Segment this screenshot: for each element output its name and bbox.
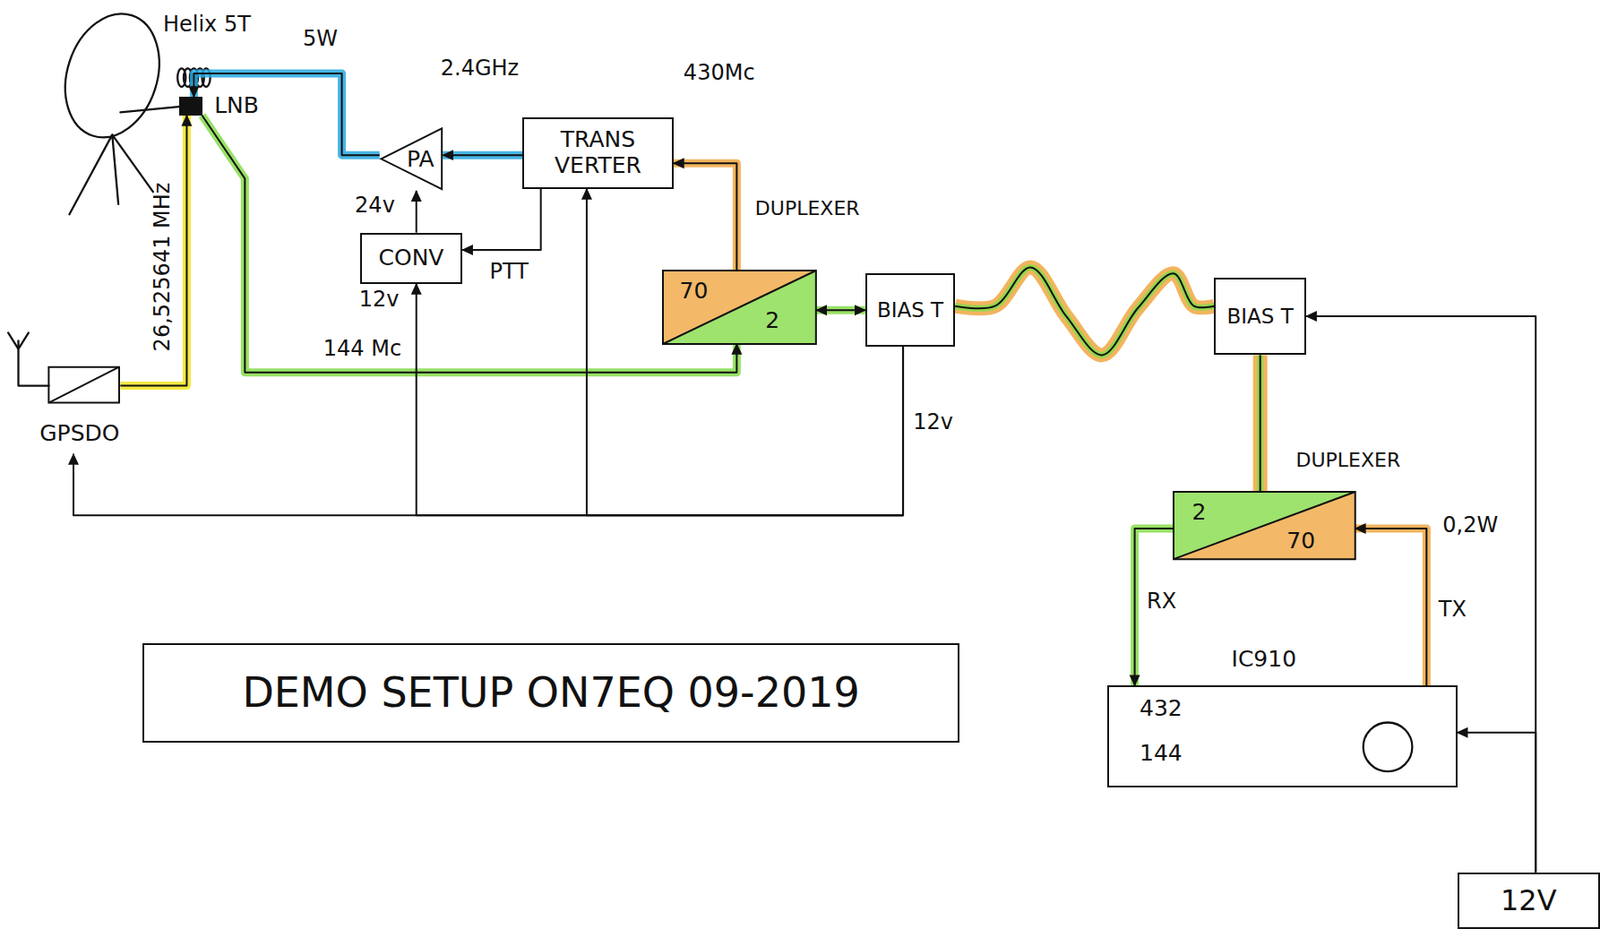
signal-line <box>73 346 904 516</box>
node-label: TRANS VERTER <box>529 127 667 180</box>
signal-label: RX <box>1144 589 1179 615</box>
signal-line <box>202 115 738 373</box>
signal-highlight <box>202 115 738 373</box>
node-text: 432 <box>1139 696 1183 723</box>
signal-label: PTT <box>487 259 530 285</box>
node-text: 144 <box>1139 740 1183 767</box>
signal-line <box>1457 732 1537 873</box>
node-label: LNB <box>214 93 259 120</box>
connector-group <box>1457 732 1537 873</box>
connector-group <box>1355 528 1428 686</box>
connector-group <box>442 154 523 156</box>
signal-line <box>416 283 904 517</box>
signal-highlight <box>816 306 866 315</box>
tuning-knob <box>1363 722 1413 772</box>
node-label: CONV <box>378 245 445 272</box>
node-label: BIAS T <box>877 298 944 322</box>
note-label: 2.4GHz <box>438 56 521 82</box>
connector-group <box>586 189 904 517</box>
lnb-block: LNB <box>179 96 202 116</box>
signal-highlight <box>1253 354 1268 492</box>
signal-highlight <box>120 115 187 387</box>
signal-line <box>1306 316 1536 873</box>
connector-group <box>1306 316 1536 873</box>
connector-group <box>954 266 1214 355</box>
signal-highlight <box>193 73 379 155</box>
signal-label: 24v <box>352 193 397 219</box>
connector-group <box>462 189 542 250</box>
note-label: 12v <box>911 410 955 436</box>
connector-group <box>1259 354 1261 492</box>
node-text: 70 <box>1286 527 1316 554</box>
bias-tee-box: BIAS T <box>1213 277 1307 356</box>
power-supply-box: 12V <box>1457 872 1600 930</box>
note-label: 0,2W <box>1440 513 1500 539</box>
signal-highlight <box>1355 528 1428 686</box>
node-text: 2 <box>765 307 780 334</box>
node-label: BIAS T <box>1227 304 1294 328</box>
signal-label: 144 Mc <box>321 336 404 362</box>
signal-line <box>586 189 904 517</box>
signal-line <box>442 154 523 156</box>
note-label: Helix 5T <box>161 12 253 38</box>
signal-highlight <box>442 151 523 160</box>
signal-line <box>1355 528 1428 686</box>
connector-group <box>415 190 417 233</box>
signal-line <box>673 163 738 271</box>
note-label: 430Mc <box>681 60 757 87</box>
connector-group <box>416 283 904 517</box>
gps-antenna <box>8 332 50 386</box>
node-label: DUPLEXER <box>1296 448 1402 472</box>
converter-box: CONV <box>360 232 463 284</box>
signal-label: 5W <box>301 26 340 52</box>
signal-label: TX <box>1436 597 1469 623</box>
node-label: DUPLEXER <box>755 197 861 220</box>
connector-group <box>73 346 904 516</box>
title-text: DEMO SETUP ON7EQ 09-2019 <box>241 669 860 717</box>
node-text: 70 <box>679 277 709 304</box>
signal-line <box>816 309 866 311</box>
node-label: 12V <box>1500 884 1557 918</box>
signal-highlight <box>673 163 738 271</box>
signal-highlight <box>1256 354 1264 492</box>
signal-line <box>954 266 1214 355</box>
connector-group <box>673 163 738 271</box>
node-label: IC910 <box>1231 646 1298 673</box>
title-box: DEMO SETUP ON7EQ 09-2019 <box>142 643 959 744</box>
dish-reflector <box>50 1 175 150</box>
connector-group <box>816 309 866 311</box>
node-text: 2 <box>1191 498 1206 525</box>
connector-group <box>120 115 187 387</box>
signal-line <box>415 190 418 233</box>
transverter-box: TRANS VERTER <box>522 117 674 190</box>
signal-highlight <box>954 266 1214 355</box>
signal-line <box>120 115 187 387</box>
gpsdo-box: GPSDO <box>38 361 121 455</box>
signal-highlight <box>954 266 1214 355</box>
signal-line <box>462 189 542 250</box>
connector-group <box>202 115 738 373</box>
duplexer-box: DUPLEXER270 <box>1173 491 1356 560</box>
bias-tee-box: BIAS T <box>865 273 955 347</box>
radio-box: IC910432144 <box>1107 685 1458 788</box>
note-label: 12v <box>357 287 402 313</box>
amplifier-triangle: PA <box>379 127 444 191</box>
node-label: GPSDO <box>39 421 120 448</box>
signal-line <box>1259 354 1262 492</box>
connector-group <box>193 73 379 155</box>
node-label: PA <box>406 146 435 173</box>
signal-label: 26,525641 MHz <box>150 180 176 354</box>
signal-line <box>193 73 379 155</box>
duplexer-box: DUPLEXER702 <box>662 270 817 345</box>
